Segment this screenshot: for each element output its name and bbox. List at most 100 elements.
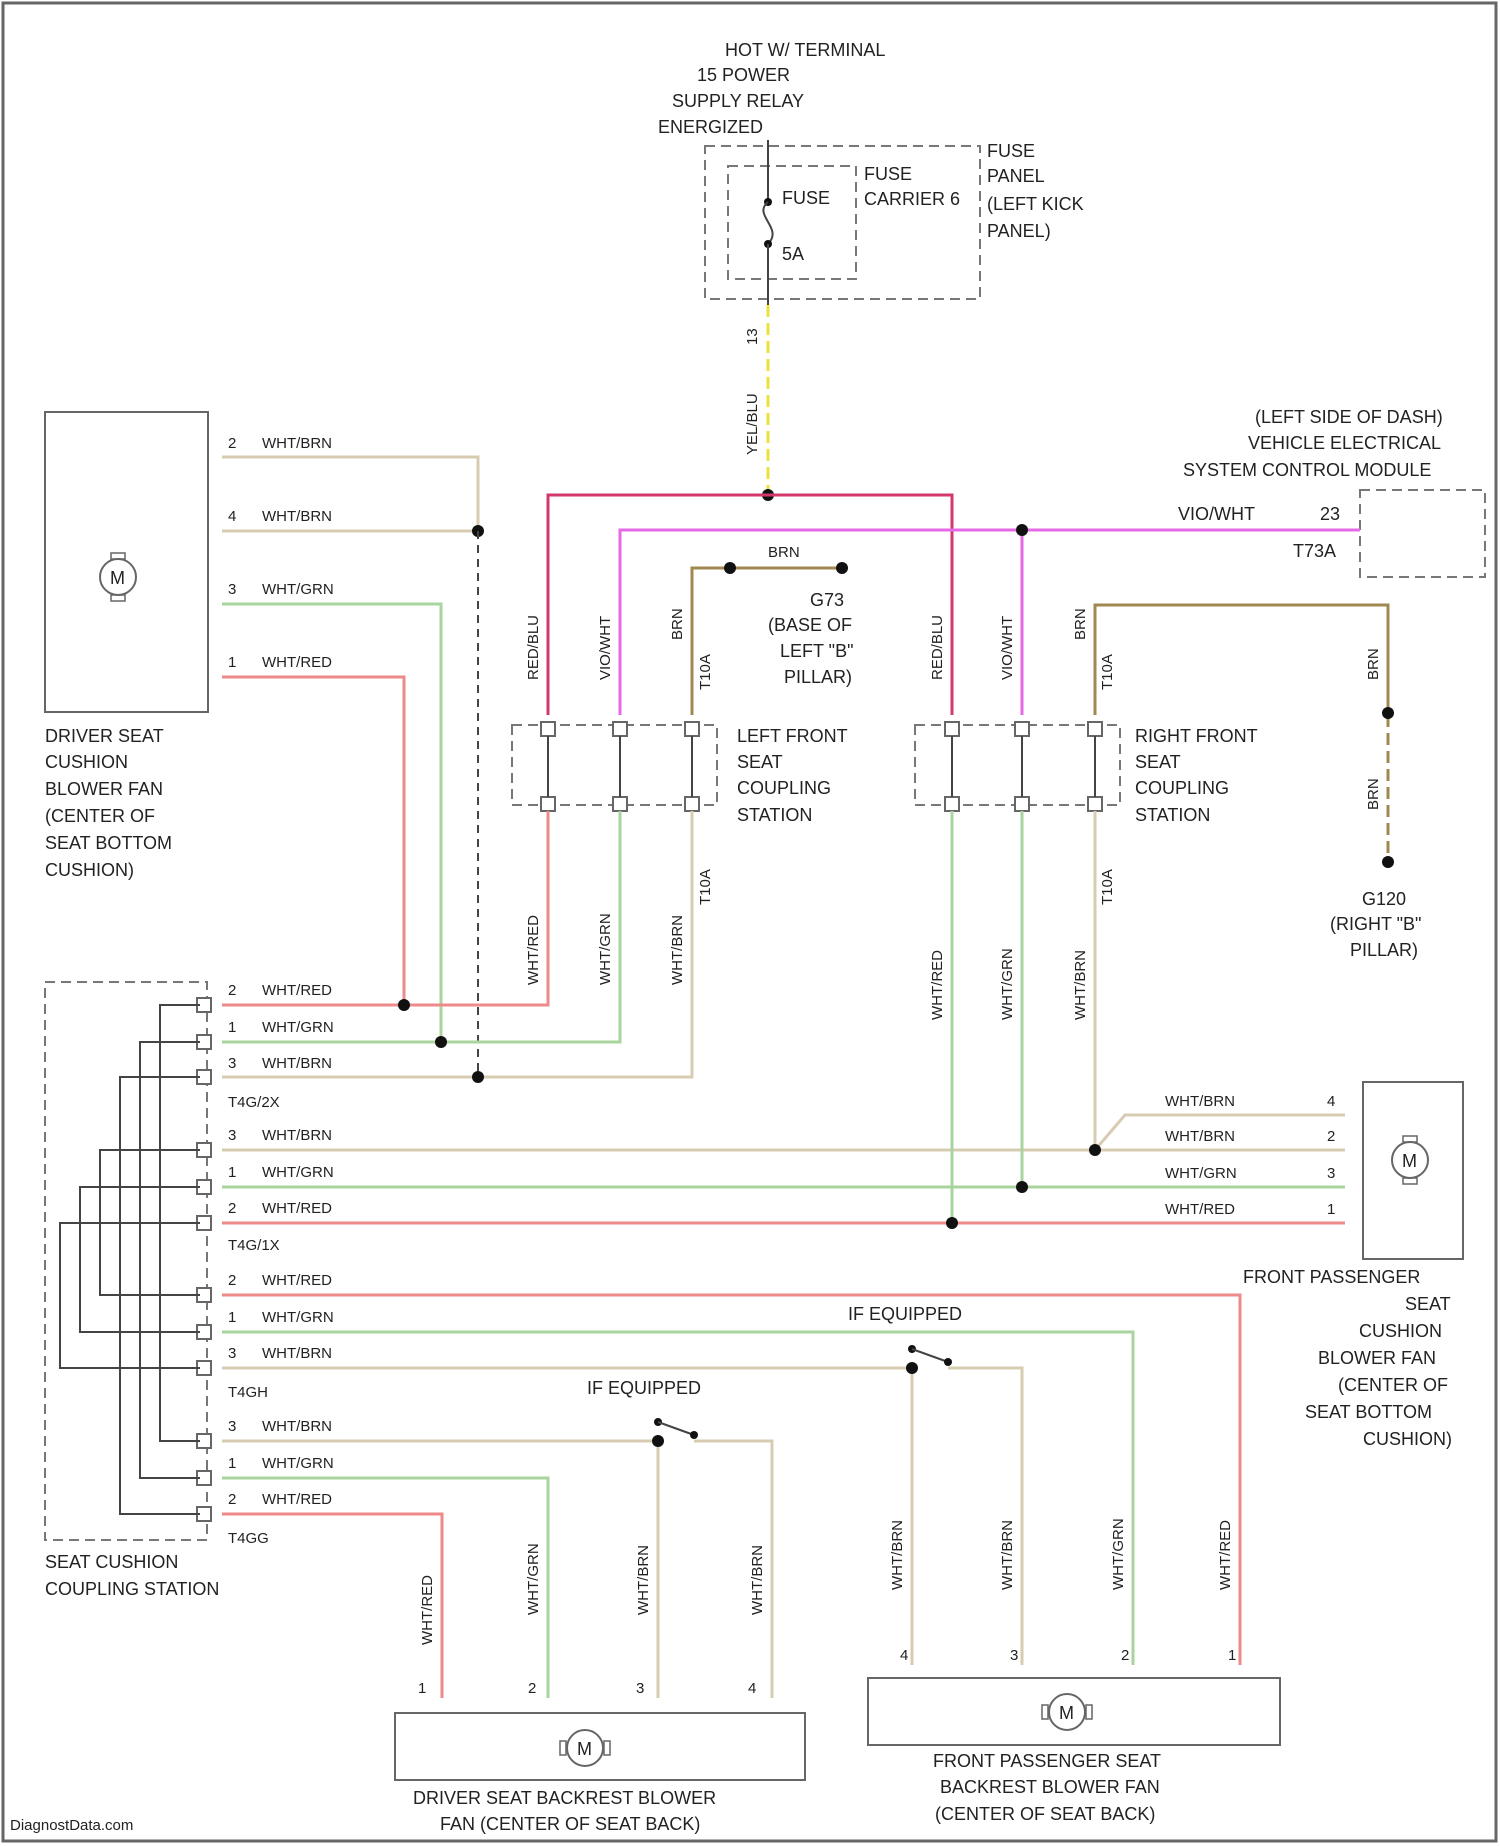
svg-text:CUSHION: CUSHION [1359,1321,1442,1341]
coupling-group-1: 2 1 3 WHT/RED WHT/GRN WHT/BRN [228,982,334,1072]
pass-fan-label: FRONT PASSENGER SEAT CUSHION BLOWER FAN … [1243,1267,1452,1449]
svg-text:SEAT BOTTOM: SEAT BOTTOM [1305,1402,1432,1422]
svg-text:M: M [577,1739,592,1759]
fuse-carrier-label: FUSE CARRIER 6 [864,164,960,209]
svg-text:LEFT "B": LEFT "B" [780,641,853,661]
if-equipped-2: IF EQUIPPED [587,1378,701,1398]
svg-text:2: 2 [228,1200,236,1217]
svg-text:WHT/BRN: WHT/BRN [889,1520,906,1590]
lf-top-wire-2: VIO/WHT [597,616,614,680]
svg-text:4: 4 [1327,1093,1335,1110]
g120-wire-a: BRN [1365,648,1382,680]
svg-text:1: 1 [228,654,236,671]
svg-text:(BASE OF: (BASE OF [768,615,852,635]
svg-text:1: 1 [1228,1647,1236,1664]
svg-text:(CENTER OF SEAT BACK): (CENTER OF SEAT BACK) [935,1804,1155,1824]
svg-text:2: 2 [528,1680,536,1697]
svg-text:M: M [110,568,125,588]
svg-text:DRIVER SEAT: DRIVER SEAT [45,726,164,746]
rf-bot-wire-1: WHT/RED [929,950,946,1020]
svg-text:(LEFT SIDE OF DASH): (LEFT SIDE OF DASH) [1255,407,1443,427]
svg-text:CUSHION: CUSHION [45,752,128,772]
svg-text:M: M [1059,1703,1074,1723]
svg-text:WHT/BRN: WHT/BRN [262,508,332,525]
svg-text:SYSTEM CONTROL MODULE: SYSTEM CONTROL MODULE [1183,460,1431,480]
svg-text:PANEL): PANEL) [987,221,1051,241]
coupling-outline [45,982,207,1540]
svg-text:WHT/RED: WHT/RED [1217,1520,1234,1590]
svg-text:WHT/BRN: WHT/BRN [262,1127,332,1144]
g120-wire-b: BRN [1365,778,1382,810]
svg-text:3: 3 [228,1345,236,1362]
svg-text:G120: G120 [1362,889,1406,909]
svg-text:DRIVER SEAT BACKREST BLOWER: DRIVER SEAT BACKREST BLOWER [413,1788,716,1808]
svg-text:WHT/BRN: WHT/BRN [999,1520,1016,1590]
svg-text:PILLAR): PILLAR) [1350,940,1418,960]
svg-text:BACKREST BLOWER FAN: BACKREST BLOWER FAN [940,1777,1160,1797]
lf-top-conn: T10A [697,654,714,690]
svg-text:WHT/GRN: WHT/GRN [262,1019,334,1036]
svg-text:4: 4 [900,1647,908,1664]
svg-text:SEAT: SEAT [1405,1294,1451,1314]
fuse-carrier-line: CARRIER 6 [864,189,960,209]
svg-text:2: 2 [1121,1647,1129,1664]
pass-fan-pins: 4 2 3 1 WHT/BRN WHT/BRN WHT/GRN WHT/RED [1165,1093,1335,1218]
svg-text:WHT/RED: WHT/RED [262,1272,332,1289]
pass-back-wires: WHT/BRN WHT/BRN WHT/GRN WHT/RED 4 3 2 1 [889,1518,1236,1664]
svg-text:FAN (CENTER OF SEAT BACK): FAN (CENTER OF SEAT BACK) [440,1814,700,1834]
coupling-group-4: 3 1 2 WHT/BRN WHT/GRN WHT/RED [228,1418,334,1508]
svg-text:3: 3 [1010,1647,1018,1664]
svg-text:WHT/BRN: WHT/BRN [262,1345,332,1362]
svg-text:3: 3 [636,1680,644,1697]
svg-text:PILLAR): PILLAR) [784,667,852,687]
svg-text:FUSE: FUSE [987,141,1035,161]
svg-text:HOT W/ TERMINAL: HOT W/ TERMINAL [725,40,885,60]
svg-text:COUPLING STATION: COUPLING STATION [45,1579,219,1599]
coupling-label: SEAT CUSHION COUPLING STATION [45,1552,219,1599]
svg-text:COUPLING: COUPLING [737,778,831,798]
svg-text:15 POWER: 15 POWER [697,65,790,85]
svg-text:PANEL: PANEL [987,166,1045,186]
svg-text:2: 2 [228,1491,236,1508]
svg-text:WHT/BRN: WHT/BRN [262,1055,332,1072]
svg-text:RIGHT FRONT: RIGHT FRONT [1135,726,1258,746]
svg-text:WHT/RED: WHT/RED [262,1200,332,1217]
g120-label: G120 (RIGHT "B" PILLAR) [1330,889,1421,960]
lf-top-wire-3: BRN [669,608,686,640]
lf-bot-conn: T10A [697,869,714,905]
driver-fan-pins: 2 4 3 1 WHT/BRN WHT/BRN WHT/GRN WHT/RED [228,435,334,671]
svg-text:WHT/RED: WHT/RED [262,1491,332,1508]
rf-top-conn: T10A [1099,654,1116,690]
svg-text:(LEFT KICK: (LEFT KICK [987,194,1084,214]
svg-text:(RIGHT "B": (RIGHT "B" [1330,914,1421,934]
svg-text:WHT/RED: WHT/RED [262,654,332,671]
driver-fan-label: DRIVER SEAT CUSHION BLOWER FAN (CENTER O… [45,726,172,880]
coupling-conn-3: T4GH [228,1384,268,1401]
svg-text:2: 2 [1327,1128,1335,1145]
wire-label-yel-blu: YEL/BLU [744,393,761,455]
svg-text:M: M [1402,1151,1417,1171]
svg-text:(CENTER OF: (CENTER OF [1338,1375,1448,1395]
wire-vio-wht-bus [620,530,1360,715]
wire-brn-g120 [1095,605,1388,715]
svg-text:FRONT PASSENGER SEAT: FRONT PASSENGER SEAT [933,1751,1161,1771]
vecm-pin: 23 [1320,504,1340,524]
svg-text:1: 1 [1327,1201,1335,1218]
driver-back-label: DRIVER SEAT BACKREST BLOWER FAN (CENTER … [413,1788,716,1834]
svg-text:WHT/GRN: WHT/GRN [262,1455,334,1472]
svg-text:2: 2 [228,435,236,452]
fuse-panel-outline [705,146,980,299]
svg-text:WHT/BRN: WHT/BRN [635,1545,652,1615]
svg-text:WHT/GRN: WHT/GRN [1110,1518,1127,1590]
svg-text:1: 1 [228,1455,236,1472]
watermark: DiagnostData.com [10,1817,133,1834]
g73-wire: BRN [768,544,800,561]
svg-text:WHT/GRN: WHT/GRN [262,1309,334,1326]
svg-text:SUPPLY RELAY: SUPPLY RELAY [672,91,804,111]
svg-text:SEAT BOTTOM: SEAT BOTTOM [45,833,172,853]
coupling-conn-4: T4GG [228,1530,269,1547]
g73-label: G73 (BASE OF LEFT "B" PILLAR) [768,590,853,687]
coupling-group-3: 2 1 3 WHT/RED WHT/GRN WHT/BRN [228,1272,334,1362]
svg-text:3: 3 [228,1418,236,1435]
